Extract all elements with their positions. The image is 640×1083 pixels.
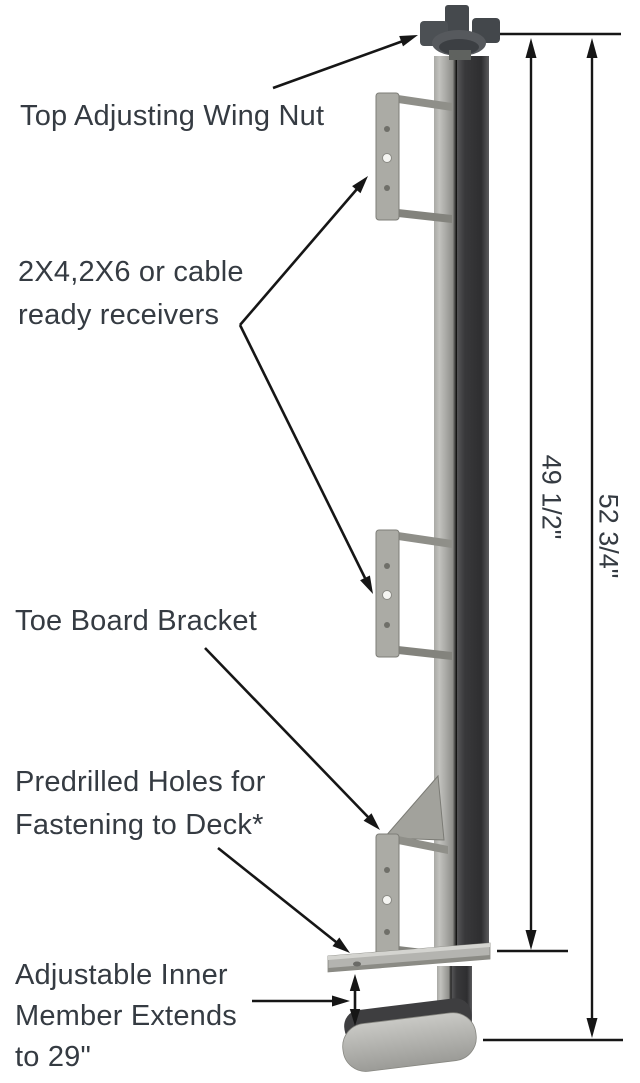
- label-receivers-line1: 2X4,2X6 or cable: [18, 256, 244, 288]
- predrilled-hole: [382, 153, 392, 163]
- dim-value-overall-height: 52 3/4": [593, 493, 624, 579]
- leader-arrow-receiver-top: [239, 176, 368, 326]
- leader-arrow-receiver-middle: [238, 324, 373, 594]
- leader-arrow-wing-nut: [272, 35, 418, 90]
- dimension-line-52-3-4: [483, 38, 623, 1042]
- leader-arrow-adjustable: [252, 995, 350, 1007]
- label-predrilled-holes: Predrilled Holes for Fastening to Deck*: [15, 761, 266, 847]
- gusset-plate: [382, 774, 445, 841]
- wing-nut: [420, 5, 500, 60]
- predrilled-hole: [384, 622, 390, 628]
- leader-arrow-predrilled: [217, 846, 350, 953]
- dimension-line-49-1-2: [497, 38, 568, 953]
- label-adjustable-line3: to 29": [15, 1041, 91, 1073]
- predrilled-hole: [382, 590, 392, 600]
- label-receivers-line2: ready receivers: [18, 299, 220, 331]
- label-adjustable-line1: Adjustable Inner: [15, 959, 228, 991]
- receiver-bracket-middle: [375, 529, 452, 660]
- predrilled-hole: [384, 126, 390, 132]
- receiver-bracket-top: [375, 92, 452, 223]
- label-predrilled-line1: Predrilled Holes for: [15, 766, 266, 798]
- predrilled-hole: [384, 563, 390, 569]
- deck-plate: [327, 942, 491, 973]
- label-adjustable-line2: Member Extends: [15, 1000, 237, 1032]
- leader-arrow-toe-board: [204, 647, 380, 830]
- predrilled-hole: [384, 185, 390, 191]
- label-adjustable-inner: Adjustable Inner Member Extends to 29": [15, 955, 237, 1078]
- label-toe-board-bracket: Toe Board Bracket: [15, 605, 257, 637]
- label-top-adjusting-wing-nut: Top Adjusting Wing Nut: [20, 100, 325, 132]
- predrilled-hole: [384, 929, 390, 935]
- extension-double-arrow: [349, 974, 361, 1026]
- predrilled-hole: [384, 867, 390, 873]
- post-tube: [434, 56, 489, 958]
- dim-value-inner-height: 49 1/2": [536, 454, 567, 540]
- predrilled-hole: [382, 895, 392, 905]
- deck-plate-hole: [353, 961, 361, 967]
- label-receivers: 2X4,2X6 or cable ready receivers: [18, 251, 244, 337]
- label-predrilled-line2: Fastening to Deck*: [15, 809, 264, 841]
- base-foot: [342, 998, 477, 1072]
